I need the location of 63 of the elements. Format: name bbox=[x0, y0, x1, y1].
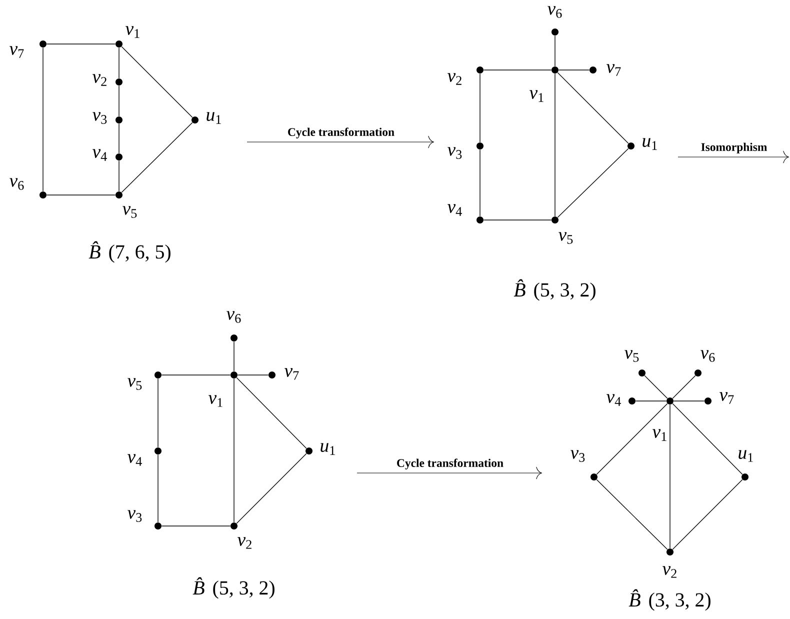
arrow-label: Cycle transformation bbox=[288, 128, 394, 138]
vertex-label: v$_{5}$ bbox=[624, 350, 639, 362]
vertex-label: v$_{2}$ bbox=[92, 74, 106, 86]
graph-edge bbox=[46, 194, 116, 196]
graph-edge bbox=[118, 123, 120, 154]
vertex-label: v$_{1}$ bbox=[652, 429, 666, 441]
graph-caption: B̂(3, 3, 2) bbox=[628, 589, 710, 611]
vertex-label: v$_{2}$ bbox=[662, 566, 676, 578]
graph-edge bbox=[596, 403, 668, 475]
vertex-label: v$_{1}$ bbox=[126, 26, 140, 38]
vertex-label: v$_{2}$ bbox=[238, 537, 252, 549]
vertex-label: v$_{6}$ bbox=[700, 350, 715, 362]
vertex-label: v$_{4}$ bbox=[128, 454, 142, 466]
graph-edge bbox=[236, 377, 307, 449]
vertex-label: v$_{4}$ bbox=[92, 149, 107, 161]
graph-edge bbox=[557, 148, 629, 218]
graph-caption: B̂(7, 6, 5) bbox=[88, 241, 170, 263]
vertex-label: u$_{1}$ bbox=[320, 443, 335, 455]
vertex-label: u$_{1}$ bbox=[738, 450, 753, 462]
vertex-label: v$_{4}$ bbox=[448, 204, 462, 216]
graph-edge bbox=[635, 400, 667, 402]
vertex-label: v$_{6}$ bbox=[226, 311, 241, 323]
graph-caption: B̂(5, 3, 2) bbox=[514, 279, 596, 301]
graph-edge bbox=[161, 374, 231, 376]
vertex-label: v$_{1}$ bbox=[208, 395, 222, 407]
graph-edge bbox=[118, 85, 120, 117]
graph-edge bbox=[596, 479, 668, 550]
graph-edge bbox=[118, 160, 120, 192]
vertex-label: v$_{3}$ bbox=[92, 112, 107, 124]
vertex-label: v$_{7}$ bbox=[10, 46, 24, 58]
arrow-label: Cycle transformation bbox=[397, 458, 504, 470]
vertex-label: v$_{7}$ bbox=[606, 64, 621, 76]
graph-edge bbox=[672, 375, 696, 399]
arrow-label: Isomorphism bbox=[701, 142, 767, 154]
vertex-label: u$_{1}$ bbox=[206, 112, 221, 124]
graph-edge bbox=[236, 453, 307, 524]
vertex-label: v$_{3}$ bbox=[570, 450, 585, 462]
vertex-label: v$_{2}$ bbox=[448, 73, 462, 85]
graph-edge bbox=[673, 400, 705, 402]
graph-edge bbox=[557, 72, 629, 144]
vertex-label: v$_{3}$ bbox=[448, 147, 462, 159]
graph-edge bbox=[672, 479, 743, 550]
graph-edge bbox=[554, 35, 556, 67]
vertex-label: v$_{1}$ bbox=[530, 90, 544, 102]
graph-edge bbox=[42, 47, 44, 192]
vertex-label: v$_{5}$ bbox=[122, 206, 137, 218]
vertex-label: v$_{4}$ bbox=[606, 394, 621, 406]
vertex-label: v$_{7}$ bbox=[720, 392, 734, 404]
vertex-label: v$_{6}$ bbox=[10, 178, 24, 190]
graph-edge bbox=[237, 374, 269, 376]
graph-edge bbox=[672, 403, 743, 475]
vertex-label: v$_{6}$ bbox=[548, 6, 562, 18]
vertex-label: v$_{7}$ bbox=[284, 368, 299, 380]
vertex-label: v$_{3}$ bbox=[128, 510, 142, 522]
graph-edge bbox=[121, 46, 193, 118]
graph-edge bbox=[121, 122, 193, 193]
graph-edge bbox=[554, 73, 556, 217]
vertex-label: u$_{1}$ bbox=[642, 138, 657, 150]
graph-edge bbox=[644, 375, 668, 399]
vertex-label: v$_{5}$ bbox=[558, 232, 573, 244]
vertex-label: v$_{5}$ bbox=[128, 378, 142, 390]
graph-caption: B̂(5, 3, 2) bbox=[192, 577, 274, 599]
graph-edge bbox=[118, 47, 120, 79]
